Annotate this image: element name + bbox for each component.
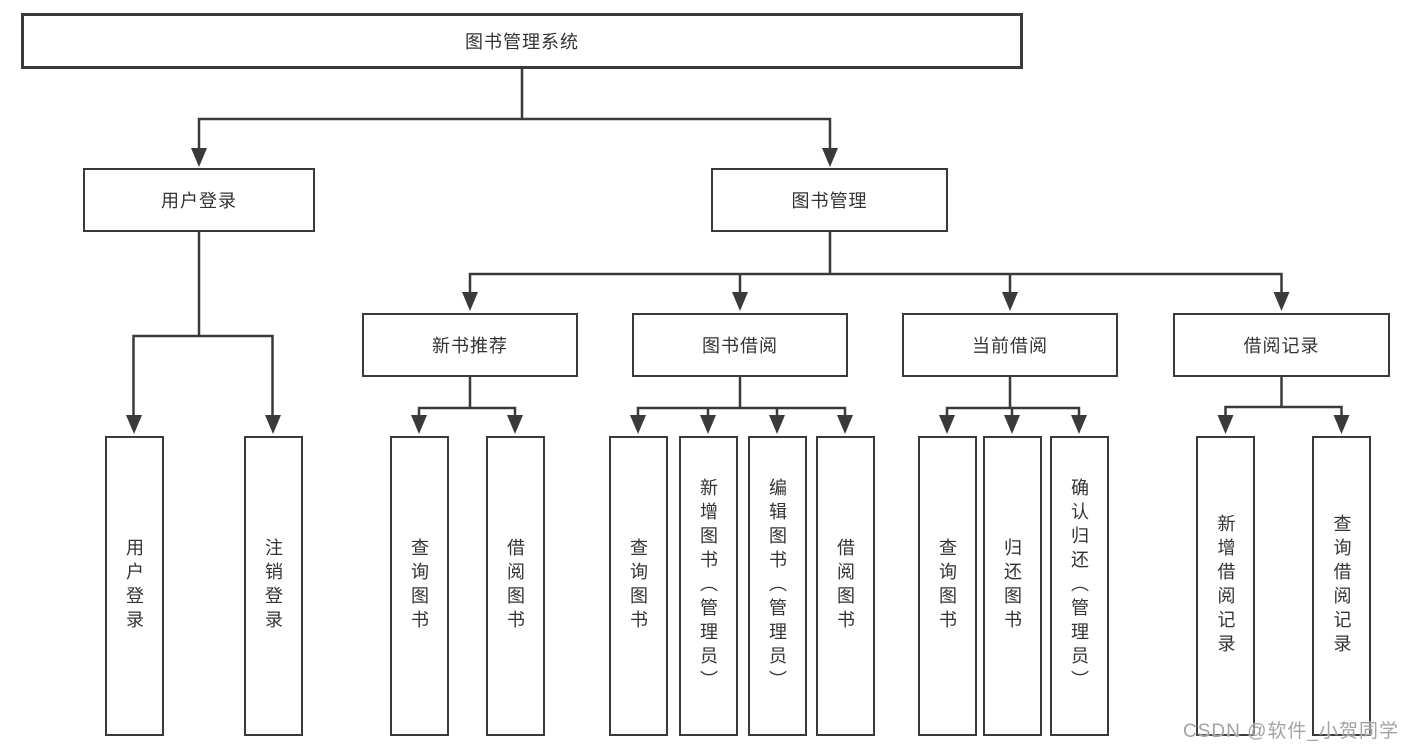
leaf-borrow-books-recommend: 借阅图书 bbox=[485, 436, 545, 736]
node-book-management: 图书管理 bbox=[711, 168, 948, 232]
leaf-add-borrow-record: 新增借阅记录 bbox=[1196, 436, 1255, 736]
leaf-label: 归还图书 bbox=[1002, 538, 1022, 634]
leaf-label: 新增图书（管理员） bbox=[698, 478, 718, 694]
node-borrowing-records: 借阅记录 bbox=[1173, 313, 1390, 377]
leaf-query-books-borrowing: 查询图书 bbox=[608, 436, 668, 736]
leaf-borrow-books: 借阅图书 bbox=[815, 436, 875, 736]
leaf-label: 查询图书 bbox=[937, 538, 957, 634]
leaf-label: 查询图书 bbox=[409, 538, 429, 634]
leaf-label: 查询借阅记录 bbox=[1331, 514, 1352, 658]
leaf-label: 借阅图书 bbox=[835, 538, 855, 634]
leaf-return-books: 归还图书 bbox=[982, 436, 1042, 736]
leaf-query-books-recommend: 查询图书 bbox=[389, 436, 449, 736]
leaf-logout: 注销登录 bbox=[243, 436, 303, 736]
leaf-label: 借阅图书 bbox=[505, 538, 525, 634]
leaf-add-books-admin: 新增图书（管理员） bbox=[678, 436, 738, 736]
leaf-label: 查询图书 bbox=[628, 538, 648, 634]
node-current-borrowing: 当前借阅 bbox=[902, 313, 1118, 377]
node-new-book-recommendation: 新书推荐 bbox=[362, 313, 578, 377]
leaf-edit-books-admin: 编辑图书（管理员） bbox=[747, 436, 807, 736]
leaf-query-books-current: 查询图书 bbox=[917, 436, 977, 736]
leaf-label: 确认归还（管理员） bbox=[1069, 478, 1089, 694]
leaf-label: 新增借阅记录 bbox=[1215, 514, 1236, 658]
node-library-system: 图书管理系统 bbox=[21, 13, 1023, 69]
leaf-label: 注销登录 bbox=[263, 538, 283, 634]
csdn-watermark: CSDN @软件_小贺同学 bbox=[1183, 721, 1399, 742]
leaf-label: 编辑图书（管理员） bbox=[767, 478, 787, 694]
leaf-user-login: 用户登录 bbox=[104, 436, 164, 736]
leaf-label: 用户登录 bbox=[124, 538, 144, 634]
node-user-login: 用户登录 bbox=[83, 168, 315, 232]
leaf-query-borrow-record: 查询借阅记录 bbox=[1312, 436, 1371, 736]
leaf-confirm-return-admin: 确认归还（管理员） bbox=[1049, 436, 1109, 736]
node-book-borrowing: 图书借阅 bbox=[632, 313, 848, 377]
